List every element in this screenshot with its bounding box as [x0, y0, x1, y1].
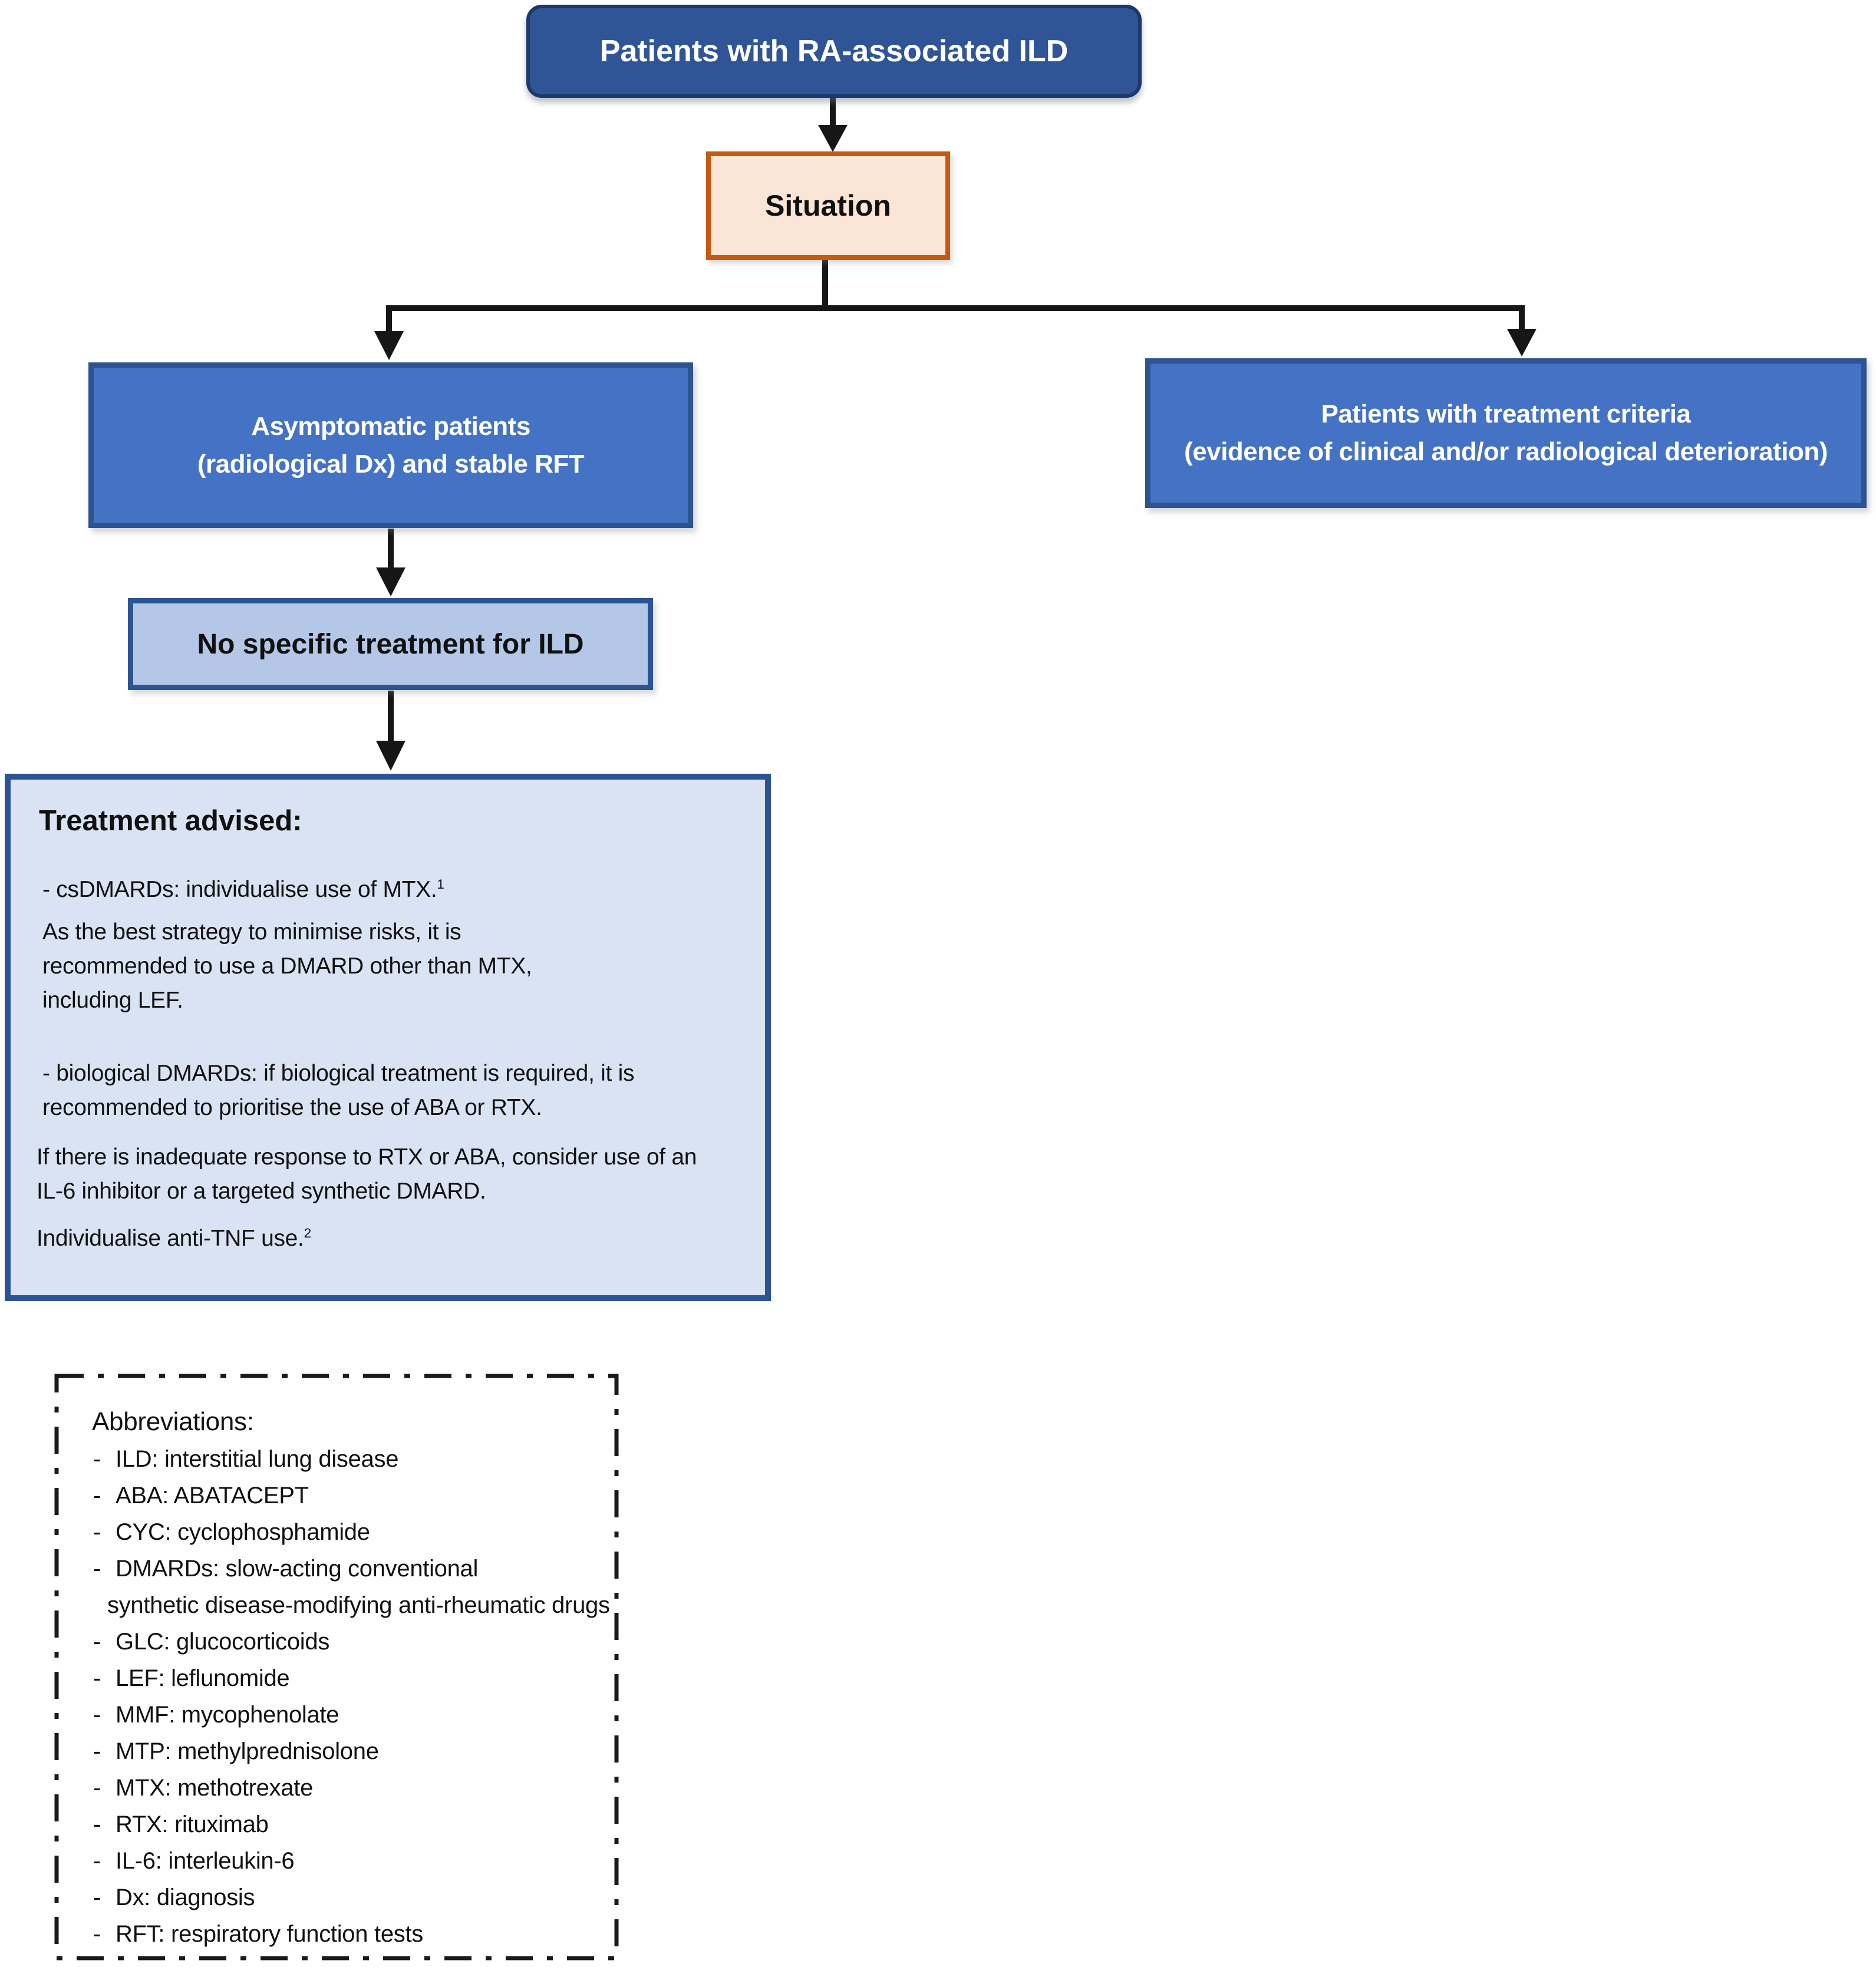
- bullet-dash: -: [93, 1556, 101, 1582]
- abbreviation-item-mtx: - MTX: methotrexate: [87, 1770, 616, 1806]
- abbreviation-item-dx: - Dx: diagnosis: [87, 1879, 616, 1916]
- bullet-dash: -: [93, 1446, 101, 1472]
- abbreviation-item-il6: - IL-6: interleukin-6: [87, 1843, 616, 1879]
- node-asymptomatic-line1: Asymptomatic patients: [251, 411, 530, 441]
- node-situation: Situation: [706, 151, 950, 260]
- node-situation-label: Situation: [765, 189, 891, 222]
- bullet-dash: -: [93, 1848, 101, 1874]
- bullet-dash: -: [93, 1885, 101, 1910]
- bullet-dash: -: [93, 1921, 101, 1947]
- abbreviation-item-cyc: - CYC: cyclophosphamide: [87, 1514, 616, 1550]
- arrow-left-to-notreatment: [376, 529, 405, 596]
- bullet-dash: -: [93, 1665, 101, 1691]
- bullet-dash: -: [93, 1811, 101, 1837]
- arrow-notreatment-to-treatment: [376, 691, 405, 771]
- bullet-dash: -: [93, 1483, 101, 1509]
- footnote-ref-1: 1: [437, 877, 444, 892]
- node-treatment-criteria: Patients with treatment criteria (eviden…: [1145, 358, 1867, 508]
- treatment-biological-paragraph: - biological DMARDs: if biological treat…: [42, 1057, 634, 1125]
- treatment-biological-line: recommended to prioritise the use of ABA…: [42, 1095, 542, 1120]
- node-no-specific-treatment-label: No specific treatment for ILD: [197, 628, 584, 660]
- abbreviations-box-border: [54, 1374, 619, 1961]
- connector-situation-branch: [374, 258, 1537, 360]
- node-no-specific-treatment: No specific treatment for ILD: [128, 598, 653, 690]
- bullet-dash: -: [93, 1629, 101, 1655]
- treatment-csdmards-text: - csDMARDs: individualise use of MTX.: [42, 877, 437, 902]
- node-treatment-criteria-line1: Patients with treatment criteria: [1321, 400, 1691, 428]
- abbreviations-title: Abbreviations:: [92, 1407, 254, 1436]
- abbreviations-box: Abbreviations: - ILD: interstitial lung …: [57, 1376, 616, 1958]
- treatment-strategy-line: As the best strategy to minimise risks, …: [42, 919, 461, 945]
- abbreviation-item-dmards: - DMARDs: slow-acting conventional: [87, 1550, 616, 1587]
- abbreviation-item-aba: - ABA: ABATACEPT: [87, 1477, 616, 1514]
- treatment-antitnf-text: Individualise anti-TNF use.: [37, 1226, 304, 1251]
- bullet-dash: -: [93, 1738, 101, 1764]
- treatment-strategy-line: including LEF.: [42, 988, 183, 1013]
- bullet-dash: -: [93, 1519, 101, 1545]
- abbreviation-dmards-continuation: synthetic disease-modifying anti-rheumat…: [107, 1592, 610, 1618]
- treatment-strategy-paragraph: As the best strategy to minimise risks, …: [42, 915, 532, 1018]
- treatment-biological-line: - biological DMARDs: if biological treat…: [42, 1061, 635, 1086]
- abbreviation-item-rtx: - RTX: rituximab: [87, 1806, 616, 1843]
- treatment-strategy-line: recommended to use a DMARD other than MT…: [42, 953, 532, 979]
- footnote-ref-2: 2: [304, 1226, 312, 1240]
- node-treatment-criteria-line2: (evidence of clinical and/or radiologica…: [1184, 437, 1828, 466]
- node-asymptomatic-line2: (radiological Dx) and stable RFT: [197, 449, 585, 478]
- abbreviation-item-mmf: - MMF: mycophenolate: [87, 1697, 616, 1733]
- node-patients-ra-ild: Patients with RA-associated ILD: [526, 5, 1142, 98]
- treatment-csdmards-paragraph: - csDMARDs: individualise use of MTX.1: [42, 873, 444, 907]
- bullet-dash: -: [93, 1775, 101, 1801]
- arrow-top-to-situation: [818, 98, 848, 152]
- bullet-dash: -: [93, 1702, 101, 1728]
- abbreviation-item-lef: - LEF: leflunomide: [87, 1660, 616, 1697]
- node-treatment-advised: Treatment advised: - csDMARDs: individua…: [5, 774, 771, 1301]
- treatment-advised-heading: Treatment advised:: [39, 805, 302, 837]
- abbreviation-item-mtp: - MTP: methylprednisolone: [87, 1733, 616, 1770]
- abbreviation-item-rft: - RFT: respiratory function tests: [87, 1916, 616, 1952]
- treatment-antitnf-paragraph: Individualise anti-TNF use.2: [37, 1222, 311, 1256]
- abbreviation-item-glc: - GLC: glucocorticoids: [87, 1623, 616, 1660]
- treatment-inadequate-paragraph: If there is inadequate response to RTX o…: [37, 1140, 697, 1209]
- node-patients-ra-ild-label: Patients with RA-associated ILD: [599, 34, 1069, 68]
- node-asymptomatic-patients: Asymptomatic patients (radiological Dx) …: [88, 362, 693, 528]
- treatment-inadequate-line: IL-6 inhibitor or a targeted synthetic D…: [37, 1179, 486, 1204]
- treatment-inadequate-line: If there is inadequate response to RTX o…: [37, 1144, 697, 1170]
- abbreviation-item-ild: - ILD: interstitial lung disease: [87, 1441, 616, 1477]
